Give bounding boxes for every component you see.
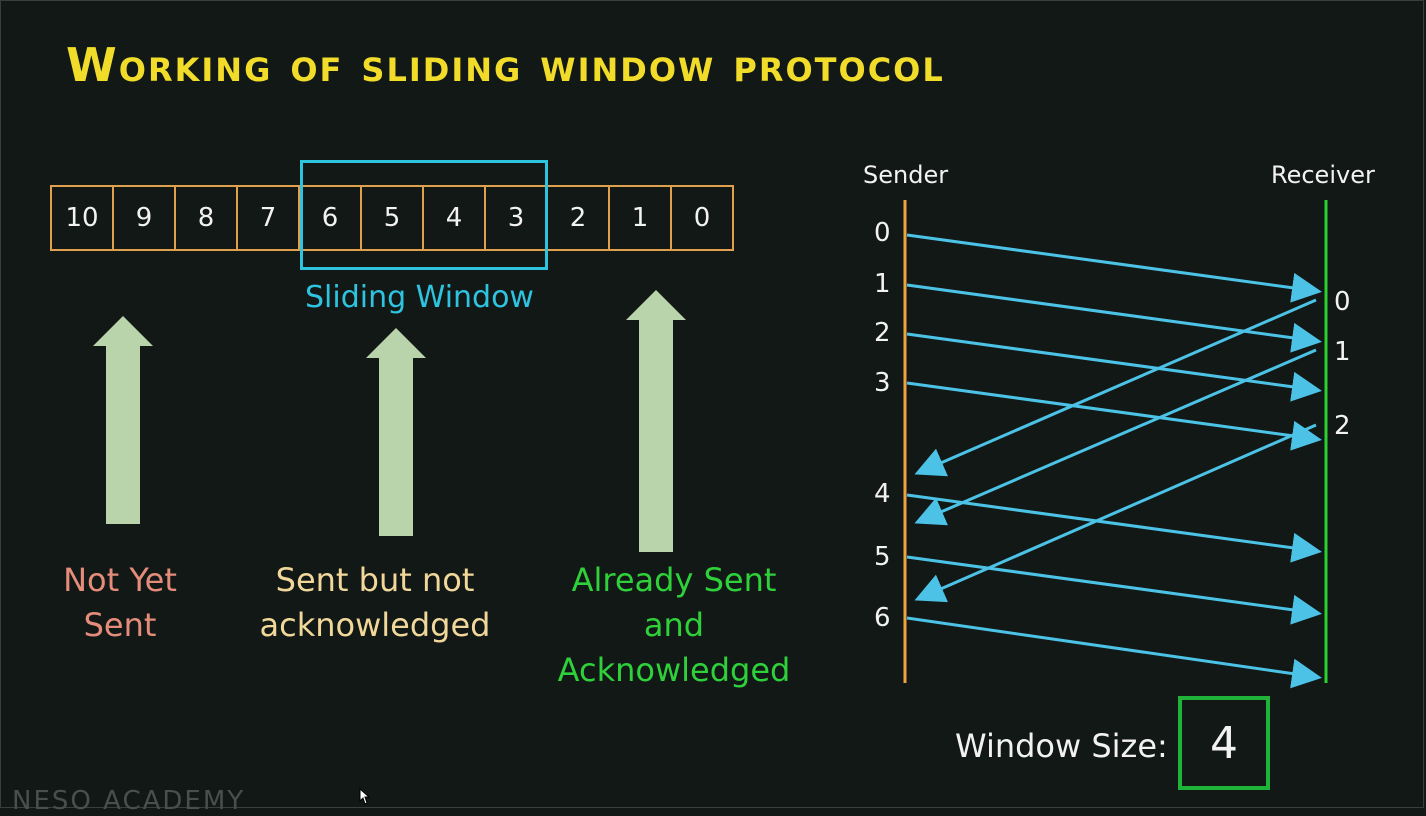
up-arrow-icon [366,328,426,536]
frame-cell: 0 [670,185,734,251]
frame-arrow [906,493,1322,563]
ack-arrow [914,423,1317,603]
frame-arrow [906,332,1322,402]
ack-arrow [914,298,1317,477]
receiver-number: 1 [1334,337,1351,367]
receiver-number: 0 [1334,287,1351,317]
window-size-value: 4 [1178,696,1270,790]
frame-arrow [906,381,1322,451]
not-yet-sent-label: Not Yet Sent [30,558,210,648]
label-line: and [643,606,705,644]
label-line: acknowledged [259,606,491,644]
up-arrow-icon [626,290,686,552]
receiver-label: Receiver [1271,161,1375,189]
label-line: Acknowledged [557,651,791,689]
label-line: Sent [83,606,157,644]
watermark-logo: NESO ACADEMY [12,786,246,816]
sender-number: 1 [874,269,891,299]
sender-number: 2 [874,318,891,348]
ack-arrow [914,348,1317,526]
sliding-window-box [300,160,548,270]
sender-number: 6 [874,603,891,633]
page-title: Working of sliding window protocol [66,38,945,92]
frame-arrow [906,555,1322,625]
label-line: Not Yet [63,561,177,599]
frame-sequence: 10 9 8 7 6 5 4 3 2 1 0 [50,185,734,251]
label-line: Sent but not [275,561,475,599]
frame-arrow [906,283,1322,353]
frame-arrow [906,233,1322,303]
sender-label: Sender [863,161,948,189]
sent-not-acknowledged-label: Sent but not acknowledged [245,558,505,648]
sliding-window-label: Sliding Window [305,280,534,315]
frame-arrow [906,616,1322,689]
receiver-number: 2 [1334,411,1351,441]
sender-number: 4 [874,479,891,509]
sent-acknowledged-label: Already Sent and Acknowledged [545,558,803,693]
sender-number: 0 [874,218,891,248]
label-line: Already Sent [571,561,777,599]
sender-number: 5 [874,542,891,572]
up-arrow-icon [93,316,153,524]
sender-number: 3 [874,368,891,398]
window-size-label: Window Size: [955,727,1168,765]
mouse-cursor-icon [359,788,370,805]
